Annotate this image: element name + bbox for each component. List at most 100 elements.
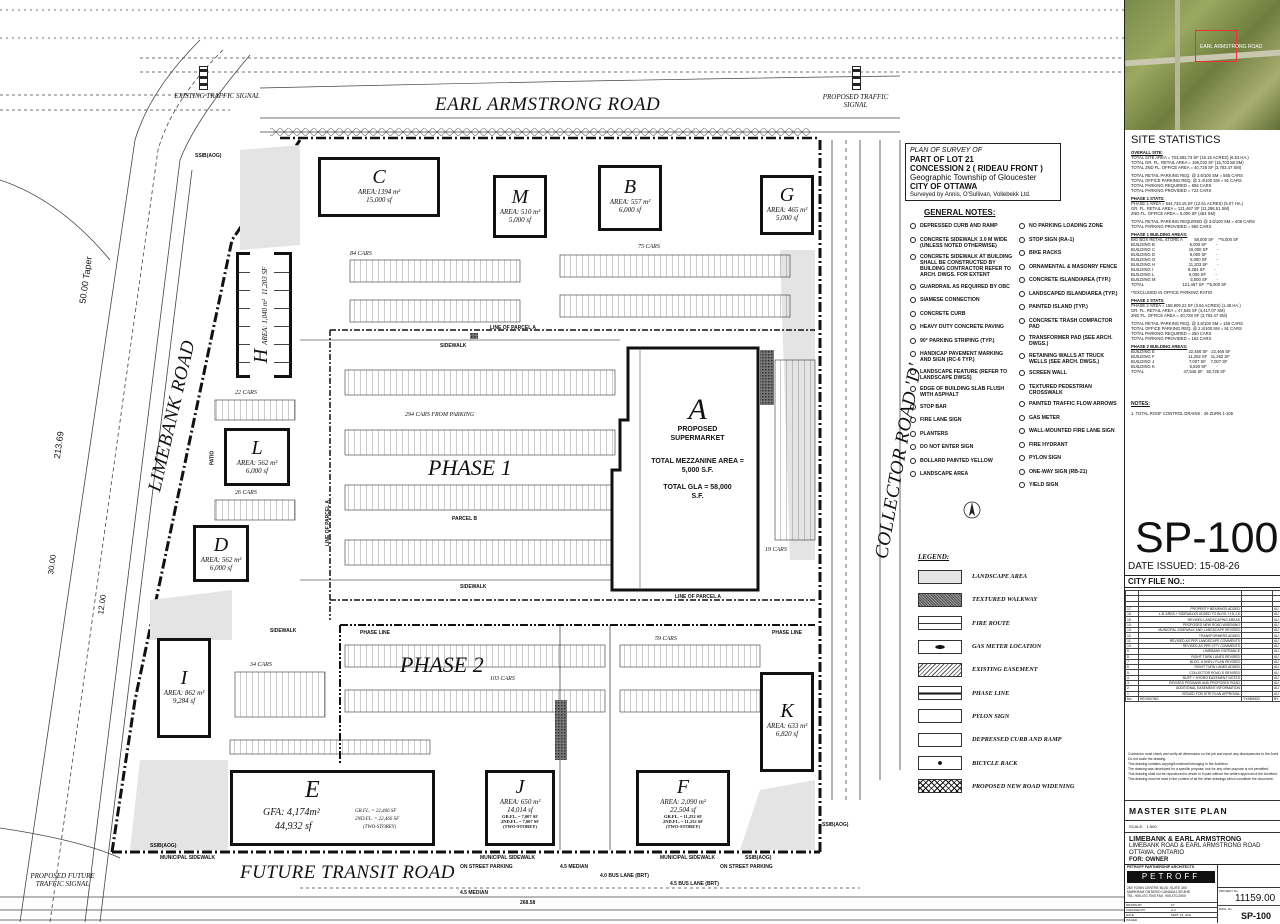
note-number-icon <box>1019 415 1029 423</box>
bus-lane-label: 4.5 BUS LANE (BRT) <box>670 881 719 887</box>
general-note: SIAMESE CONNECTION <box>910 297 1013 305</box>
legend-item: PHASE LINE <box>918 681 1118 704</box>
building-a[interactable]: A PROPOSED SUPERMARKET TOTAL MEZZANINE A… <box>640 395 755 501</box>
landscape-swatch-icon <box>918 570 962 584</box>
general-note-text: DO NOT ENTER SIGN <box>920 444 973 452</box>
phase-2-label: PHASE 2 <box>400 652 484 678</box>
revision-by: AU <box>1273 622 1280 627</box>
building-j[interactable]: J AREA: 650 m² 14,014 sf GR.FL. = 7,007 … <box>485 770 555 846</box>
building-c[interactable]: C AREA:1394 m² 15,000 sf <box>318 157 440 217</box>
general-note: GUARDRAIL AS REQUIRED BY OBC <box>910 284 1013 292</box>
future-traffic-signal-label: PROPOSED FUTURE TRAFFIC SIGNAL <box>30 872 95 888</box>
sidewalk-label: SIDEWALK <box>440 343 466 349</box>
general-note-text: SIAMESE CONNECTION <box>920 297 980 305</box>
note-number-icon <box>910 431 920 439</box>
building-g[interactable]: G AREA: 465 m² 5,000 sf <box>760 175 814 235</box>
stats-line: TOTAL PARKING PROVIDED = 162 CARS <box>1131 336 1279 341</box>
building-letter: B <box>601 176 659 198</box>
signal-icon <box>852 66 861 90</box>
sidewalk-label: SIDEWALK <box>460 584 486 590</box>
general-note: CONCRETE SIDEWALK AT BUILDING SHALL BE C… <box>910 254 1013 278</box>
building-h[interactable]: H AREA: 1,040 m² 11,203 SF <box>236 252 292 378</box>
revision-by: AU <box>1273 659 1280 664</box>
scale-value: 1:500 <box>1147 824 1157 829</box>
note-number-icon <box>1019 335 1029 347</box>
building-letter: G <box>763 184 811 206</box>
project-owner: FOR: OWNER <box>1129 857 1277 864</box>
building-e[interactable]: E GFA: 4,174m² 44,932 sf GR.FL. = 22,466… <box>230 770 435 846</box>
project-info: LIMEBANK & EARL ARMSTRONG LIMEBANK ROAD … <box>1125 832 1280 864</box>
note-number-icon <box>1019 291 1029 299</box>
earl-armstrong-road-label: EARL ARMSTRONG ROAD <box>435 94 660 116</box>
building-b[interactable]: B AREA: 557 m² 6,000 sf <box>598 165 662 231</box>
date-issued: DATE ISSUED: 15-08-26 <box>1128 561 1240 573</box>
survey-line: PART OF LOT 21 <box>910 155 1056 164</box>
general-note-text: LANDSCAPE AREA <box>920 471 968 479</box>
building-letter: E <box>305 777 320 803</box>
site-statistics: SITE STATISTICS OVERALL SITE:TOTAL SITE … <box>1131 134 1279 416</box>
building-d[interactable]: D AREA: 562 m² 6,000 sf <box>193 525 249 582</box>
storey-note: (TWO-STOREY) <box>363 825 396 831</box>
bicycle-rack-symbol-icon <box>918 756 962 770</box>
parking-count: 26 CARS <box>235 490 257 496</box>
parking-count: 34 CARS <box>250 662 272 668</box>
general-note: CONCRETE ISLAND/AREA (TYP.) <box>1019 277 1122 285</box>
legend-label: TEXTURED WALKWAY <box>972 596 1037 603</box>
general-note: SCREEN WALL <box>1019 370 1122 378</box>
note-number-icon <box>1019 237 1029 245</box>
title-block-column: EARL ARMSTRONG ROAD SITE STATISTICS OVER… <box>1124 0 1280 922</box>
general-note: HANDICAP PAVEMENT MARKING AND SIGN (RC-6… <box>910 351 1013 363</box>
general-note: YIELD SIGN <box>1019 482 1122 490</box>
building-i[interactable]: I AREA: 862 m² 9,284 sf <box>157 638 211 738</box>
storey-note: (TWO-STOREY) <box>488 824 552 829</box>
stats-line: 2ND FL. OFFICE AREA = 40,728 SF (3,783.4… <box>1131 313 1279 318</box>
note-number-icon <box>910 369 920 381</box>
on-street-parking-label: ON STREET PARKING <box>460 864 513 870</box>
revision-by: AU <box>1273 606 1280 611</box>
building-letter: F <box>639 776 727 798</box>
legend-label: PHASE LINE <box>972 690 1009 697</box>
note-number-icon <box>910 338 920 346</box>
revision-by: AU <box>1273 617 1280 622</box>
general-note: 90° PARKING STRIPING (TYP.) <box>910 338 1013 346</box>
notes-title: NOTES: <box>1131 402 1279 407</box>
survey-line: PLAN OF SURVEY OF <box>910 146 1056 155</box>
building-letter: L <box>227 437 287 459</box>
building-m[interactable]: M AREA: 510 m² 5,000 sf <box>493 175 547 238</box>
general-note-text: PYLON SIGN <box>1029 455 1061 463</box>
building-sf: 6,000 sf <box>227 467 287 475</box>
building-l[interactable]: L AREA: 562 m² 6,000 sf <box>224 428 290 486</box>
parking-count: 84 CARS <box>350 251 372 257</box>
municipal-sidewalk-label: MUNICIPAL SIDEWALK <box>160 855 215 861</box>
building-sf: 11,203 SF <box>261 267 269 295</box>
project-number: 11159.00 <box>1235 893 1275 904</box>
general-note-text: PLANTERS <box>920 431 948 439</box>
aerial-key-map: EARL ARMSTRONG ROAD <box>1125 0 1280 130</box>
revision-by: AU <box>1273 638 1280 643</box>
general-note-text: LANDSCAPE FEATURE (REFER TO LANDSCAPE DW… <box>920 369 1013 381</box>
mezzanine-area: TOTAL MEZZANINE AREA = 5,000 S.F. <box>650 457 745 475</box>
gross-leasable-area: TOTAL GLA = 58,000 S.F. <box>658 483 737 501</box>
building-f[interactable]: F AREA: 2,090 m² 22,504 sf GR.FL. = 11,2… <box>636 770 730 846</box>
general-note-text: SCREEN WALL <box>1029 370 1067 378</box>
legend-label: PYLON SIGN <box>972 713 1009 720</box>
textured-swatch-icon <box>918 593 962 607</box>
note-number-icon <box>910 386 920 398</box>
building-k[interactable]: K AREA: 633 m² 6,820 sf <box>760 672 814 772</box>
firm-address-line: TEL. 905.470.7000 FAX. 905.470.2500 <box>1127 894 1215 898</box>
patio-label: PATIO <box>209 451 215 466</box>
note-number-icon <box>910 223 920 231</box>
general-note: TRANSFORMER PAD (SEE ARCH. DWGS.) <box>1019 335 1122 347</box>
earl-armstrong-road-lines <box>0 10 1124 138</box>
general-note: RETAINING WALLS AT TRUCK WELLS (SEE ARCH… <box>1019 353 1122 365</box>
general-note-text: CONCRETE TRASH COMPACTOR PAD <box>1029 318 1122 330</box>
parking-count: 103 CARS <box>490 676 515 682</box>
crosshatch-swatch-icon <box>918 779 962 793</box>
building-sf: 5,000 sf <box>763 214 811 222</box>
legend-label: EXISTING EASEMENT <box>972 666 1038 673</box>
parcel-b-label: PARCEL B <box>452 516 477 522</box>
general-note-text: FIRE LANE SIGN <box>920 417 962 425</box>
note-number-icon <box>910 471 920 479</box>
revision-by: AU <box>1273 654 1280 659</box>
